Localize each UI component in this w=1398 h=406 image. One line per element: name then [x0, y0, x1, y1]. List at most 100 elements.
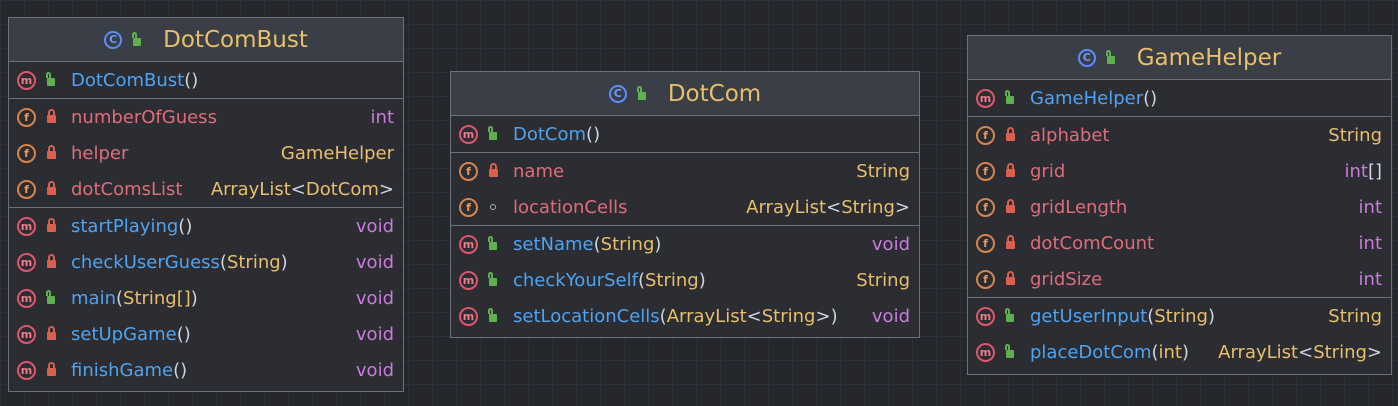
- field-row[interactable]: f numberOfGuess int: [9, 99, 403, 135]
- field-type: int: [370, 106, 394, 128]
- field-name: gridSize: [1030, 268, 1103, 290]
- field-row[interactable]: f helper GameHelper: [9, 135, 403, 171]
- class-icon: C: [608, 84, 627, 103]
- method-row[interactable]: m startPlaying () void: [9, 208, 403, 244]
- params: (): [176, 323, 191, 345]
- field-name: locationCells: [513, 196, 628, 218]
- method-row[interactable]: m main (String[]) void: [9, 280, 403, 316]
- public-visibility-icon: [485, 126, 501, 140]
- method-row[interactable]: m getUserInput (String) String: [968, 298, 1391, 334]
- class-box-gamehelper[interactable]: C GameHelper m GameHelper () f alphabet …: [967, 35, 1392, 375]
- public-visibility-icon: [634, 85, 650, 100]
- return-type: void: [871, 233, 910, 255]
- method-row[interactable]: m placeDotCom (int) ArrayList<String>: [968, 334, 1391, 370]
- method-row[interactable]: m checkYourSelf (String) String: [451, 262, 919, 298]
- method-icon: m: [17, 360, 36, 380]
- params: (String): [1147, 305, 1215, 327]
- field-icon: f: [17, 179, 36, 199]
- field-row[interactable]: f locationCells ArrayList<String>: [451, 189, 919, 225]
- params: (String): [219, 251, 288, 273]
- public-visibility-icon: [1002, 308, 1018, 322]
- public-visibility-icon: [129, 31, 145, 46]
- methods-section: m startPlaying () void m checkUserGuess …: [9, 208, 403, 388]
- private-visibility-icon: [43, 362, 59, 376]
- method-name: startPlaying: [71, 215, 179, 237]
- field-type: ArrayList<DotCom>: [210, 178, 394, 200]
- public-visibility-icon: [485, 272, 501, 286]
- field-type: String: [856, 160, 910, 182]
- field-name: grid: [1030, 160, 1066, 182]
- private-visibility-icon: [1002, 271, 1018, 285]
- method-icon: m: [17, 216, 36, 236]
- private-visibility-icon: [1002, 235, 1018, 249]
- field-row[interactable]: f alphabet String: [968, 117, 1391, 153]
- method-name: checkUserGuess: [71, 251, 220, 273]
- field-type: String: [1328, 124, 1382, 146]
- field-name: alphabet: [1030, 124, 1110, 146]
- method-name: placeDotCom: [1030, 341, 1152, 363]
- field-type: GameHelper: [280, 142, 394, 164]
- private-visibility-icon: [1002, 199, 1018, 213]
- method-icon: m: [459, 270, 478, 290]
- class-name: DotComBust: [163, 26, 308, 53]
- class-header: C GameHelper: [968, 36, 1391, 80]
- methods-section: m setName (String) void m checkYourSelf …: [451, 226, 919, 334]
- private-visibility-icon: [43, 326, 59, 340]
- return-type: String: [1328, 305, 1382, 327]
- field-icon: f: [976, 125, 995, 145]
- method-row[interactable]: m checkUserGuess (String) void: [9, 244, 403, 280]
- return-type: ArrayList<String>: [1218, 341, 1382, 363]
- method-name: getUserInput: [1030, 305, 1148, 327]
- method-row[interactable]: m setName (String) void: [451, 226, 919, 262]
- method-row[interactable]: m finishGame () void: [9, 352, 403, 388]
- public-visibility-icon: [485, 236, 501, 250]
- private-visibility-icon: [43, 145, 59, 159]
- private-visibility-icon: [1002, 163, 1018, 177]
- class-box-dotcombust[interactable]: C DotComBust m DotComBust () f numberOfG…: [8, 17, 404, 392]
- fields-section: f numberOfGuess int f helper GameHelper …: [9, 99, 403, 208]
- method-row[interactable]: m setUpGame () void: [9, 316, 403, 352]
- field-type: int[]: [1344, 160, 1382, 182]
- public-visibility-icon: [1002, 344, 1018, 358]
- private-visibility-icon: [485, 163, 501, 177]
- method-row[interactable]: m setLocationCells (ArrayList<String>) v…: [451, 298, 919, 334]
- field-type: int: [1358, 268, 1382, 290]
- return-type: void: [355, 287, 394, 309]
- class-box-dotcom[interactable]: C DotCom m DotCom () f name String f loc…: [450, 71, 920, 338]
- constructors-section: m DotComBust (): [9, 62, 403, 99]
- field-row[interactable]: f dotComCount int: [968, 225, 1391, 261]
- field-icon: f: [17, 143, 36, 163]
- constructor-row[interactable]: m DotComBust (): [9, 62, 403, 98]
- public-visibility-icon: [43, 290, 59, 304]
- field-icon: f: [17, 107, 36, 127]
- private-visibility-icon: [43, 109, 59, 123]
- method-icon: m: [976, 306, 995, 326]
- public-visibility-icon: [1002, 90, 1018, 104]
- fields-section: f name String f locationCells ArrayList<…: [451, 153, 919, 226]
- field-icon: f: [976, 269, 995, 289]
- method-name: main: [71, 287, 116, 309]
- params: (): [1143, 87, 1158, 109]
- class-icon: C: [1077, 48, 1096, 67]
- class-name: DotCom: [667, 80, 762, 107]
- params: (String[]): [115, 287, 198, 309]
- field-row[interactable]: f name String: [451, 153, 919, 189]
- field-icon: f: [459, 197, 478, 217]
- method-icon: m: [976, 342, 995, 362]
- field-row[interactable]: f gridSize int: [968, 261, 1391, 297]
- method-name: finishGame: [71, 359, 174, 381]
- field-type: int: [1358, 196, 1382, 218]
- field-icon: f: [976, 161, 995, 181]
- method-icon: m: [17, 70, 36, 90]
- method-icon: m: [976, 88, 995, 108]
- constructor-row[interactable]: m DotCom (): [451, 116, 919, 152]
- field-row[interactable]: f dotComsList ArrayList<DotCom>: [9, 171, 403, 207]
- field-row[interactable]: f gridLength int: [968, 189, 1391, 225]
- constructor-row[interactable]: m GameHelper (): [968, 80, 1391, 116]
- field-row[interactable]: f grid int[]: [968, 153, 1391, 189]
- return-type: void: [355, 215, 394, 237]
- field-name: dotComCount: [1030, 232, 1155, 254]
- class-header: C DotComBust: [9, 18, 403, 62]
- return-type: String: [856, 269, 910, 291]
- method-icon: m: [459, 234, 478, 254]
